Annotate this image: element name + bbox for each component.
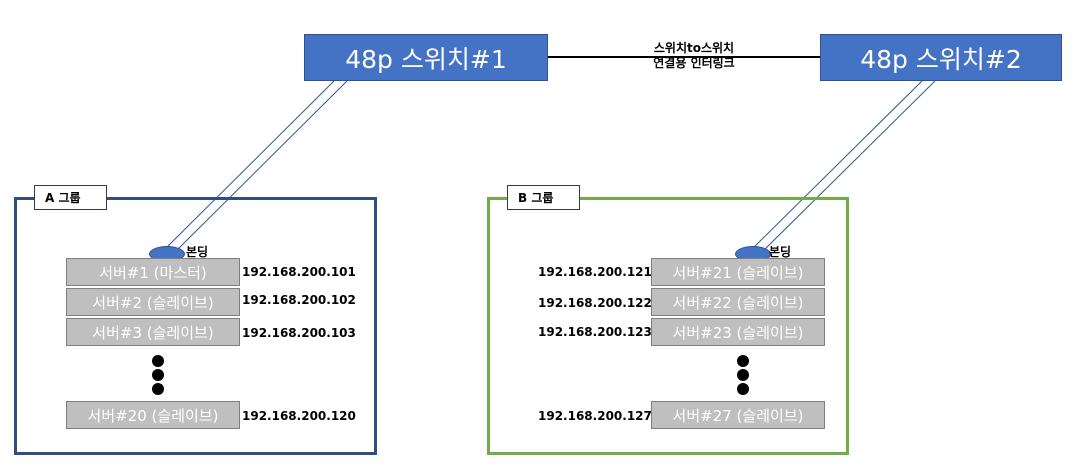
ellipsis-dot-a-2 — [152, 369, 164, 381]
ip-b-1: 192.168.200.121 — [538, 265, 652, 279]
bond-line-b-1 — [747, 80, 923, 254]
server-a-2: 서버#2 (슬레이브) — [66, 288, 240, 316]
server-b-1: 서버#21 (슬레이브) — [651, 258, 825, 286]
group-b-box — [487, 197, 849, 455]
ip-b-4: 192.168.200.127 — [538, 409, 652, 423]
server-b-3: 서버#23 (슬레이브) — [651, 318, 825, 346]
server-b-4: 서버#27 (슬레이브) — [651, 401, 825, 429]
server-b-2: 서버#22 (슬레이브) — [651, 288, 825, 316]
bond-b-label: 본딩 — [769, 245, 792, 259]
ip-b-2: 192.168.200.122 — [538, 296, 652, 310]
ip-a-1: 192.168.200.101 — [242, 265, 356, 279]
group-b-label: B 그룹 — [507, 185, 580, 210]
ellipsis-dot-b-1 — [737, 355, 749, 367]
ip-a-4: 192.168.200.120 — [242, 409, 356, 423]
ip-a-2: 192.168.200.102 — [242, 293, 356, 307]
group-a-label: A 그룹 — [34, 185, 107, 210]
interlink-label: 스위치to스위치 연결용 인터링크 — [614, 41, 774, 71]
group-a-box — [14, 197, 377, 455]
bond-line-a-2 — [173, 80, 348, 254]
server-a-4: 서버#20 (슬레이브) — [66, 401, 240, 429]
bond-line-a-1 — [160, 80, 335, 254]
ellipsis-dot-b-3 — [737, 383, 749, 395]
switch-2: 48p 스위치#2 — [820, 34, 1062, 81]
ip-a-3: 192.168.200.103 — [242, 326, 356, 340]
ellipsis-dot-a-3 — [152, 383, 164, 395]
bond-line-b-2 — [760, 80, 936, 254]
server-a-3: 서버#3 (슬레이브) — [66, 318, 240, 346]
ip-b-3: 192.168.200.123 — [538, 325, 652, 339]
server-a-1: 서버#1 (마스터) — [66, 258, 240, 286]
switch-1: 48p 스위치#1 — [304, 34, 548, 81]
interlink-label-line1: 스위치to스위치 — [653, 41, 735, 55]
ellipsis-dot-a-1 — [152, 355, 164, 367]
bond-a-label: 본딩 — [186, 245, 209, 259]
ellipsis-dot-b-2 — [737, 369, 749, 381]
interlink-label-line2: 연결용 인터링크 — [653, 56, 735, 70]
